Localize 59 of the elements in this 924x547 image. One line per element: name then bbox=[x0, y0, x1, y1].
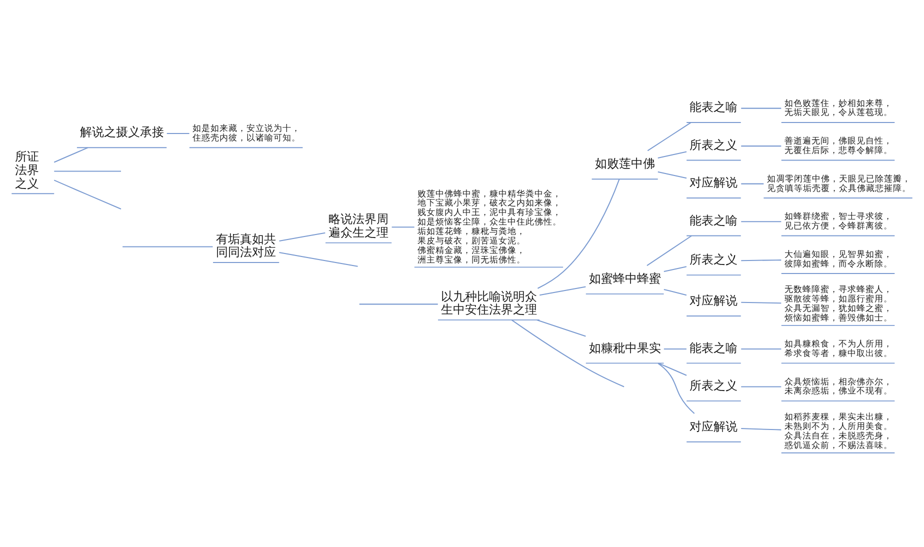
connector bbox=[658, 362, 687, 376]
node-text: 以九种比喻说明众生中安住法界之理 bbox=[441, 289, 538, 317]
node-text: 如蜂群绕蜜，智士寻求彼，见已依方便，令蜂群离彼。 bbox=[784, 212, 893, 232]
connector bbox=[359, 304, 438, 305]
node-text: 如蜜蜂中蜂蜜 bbox=[589, 272, 662, 286]
node-text: 如色败莲住，妙相如来尊，无垢天眼见，令从莲苞现。 bbox=[784, 98, 893, 118]
node-text: 所表之义 bbox=[690, 138, 738, 152]
connector bbox=[646, 235, 692, 266]
connector bbox=[741, 428, 782, 430]
node-text: 能表之喻 bbox=[690, 100, 738, 114]
connector bbox=[54, 147, 88, 163]
connector bbox=[166, 132, 190, 134]
connector bbox=[538, 179, 620, 289]
connector bbox=[741, 146, 782, 147]
connector bbox=[658, 363, 695, 414]
connector bbox=[741, 260, 782, 262]
connector bbox=[741, 386, 782, 388]
node-text: 善逝遍无间，佛眼见自性，无覆住后际，悲尊令解障。 bbox=[784, 136, 893, 156]
connector bbox=[392, 226, 414, 228]
node-text: 如败莲中佛 bbox=[594, 156, 655, 171]
connector bbox=[664, 288, 687, 296]
connector bbox=[540, 286, 586, 296]
node-text: 对应解说 bbox=[690, 419, 738, 434]
node-text: 对应解说 bbox=[690, 176, 738, 190]
node-text: 解说之摄义承接 bbox=[80, 125, 164, 140]
node-text: 大仙遍知眼，见智界如蜜，彼障如蜜蜂，而令永断除。 bbox=[784, 250, 893, 270]
node-text: 无数蜂障蜜，寻求蜂蜜人，驱散彼等蜂，如愿行蜜用。众具无漏智，犹如蜂之蜜，烦恼如蜜蜂，善毁佛如士。 bbox=[784, 285, 893, 324]
connector bbox=[741, 348, 782, 350]
connector bbox=[741, 221, 782, 222]
connector bbox=[279, 252, 358, 267]
node-text: 如是如来藏，安立说为十，住惑壳内彼，以诸喻可知。 bbox=[192, 124, 301, 144]
node-text: 如稻荞麦稞，果实未出糠，未熟则不为，人所用美食。众具法自在，未脱惑壳身，惑饥逼众前，不赐法喜味。 bbox=[784, 412, 893, 451]
connector bbox=[664, 266, 687, 272]
node-text: 能表之喻 bbox=[690, 213, 738, 228]
connector bbox=[658, 151, 687, 158]
connector bbox=[54, 180, 122, 210]
node-text: 败莲中佛蜂中蜜，糠中精华粪中金，地下宝藏小果芽，破衣之内如来像，贱女腹内人中王，泥中具有珍宝像，如是烦恼客尘障，众生中住此佛性。垢如莲花蜂，糠秕与粪地，果皮与破衣，剧苦逼女泥。佛蜜精金藏，涅珠宝佛像，洲主尊宝像，同无垢佛性。 bbox=[418, 189, 562, 266]
node-text: 略说法界周遍众生之理 bbox=[328, 212, 389, 240]
connector bbox=[664, 348, 686, 350]
node-text: 如糠秕中果实 bbox=[589, 340, 662, 355]
connector bbox=[511, 320, 624, 388]
node-text: 所表之义 bbox=[690, 378, 738, 393]
node-text: 所证法界之义 bbox=[14, 150, 39, 190]
node-text: 如具糠粮食，不为人所用，希求食等者，糠中取出彼。 bbox=[784, 340, 893, 359]
connector bbox=[279, 232, 326, 242]
connector bbox=[536, 320, 586, 337]
connector bbox=[741, 183, 764, 184]
connector bbox=[122, 246, 213, 248]
connector bbox=[741, 302, 782, 304]
connector bbox=[54, 170, 121, 172]
node-text: 所表之义 bbox=[690, 252, 738, 267]
connector bbox=[741, 108, 782, 109]
node-text: 有垢真如共同同法对应 bbox=[216, 232, 276, 260]
node-text: 能表之喻 bbox=[690, 340, 738, 355]
connector bbox=[647, 122, 692, 152]
connector bbox=[658, 171, 687, 179]
node-text: 众具烦恼垢，相杂佛亦尔，未离杂惑垢，佛业不现有。 bbox=[784, 377, 893, 397]
node-text: 对应解说 bbox=[690, 294, 738, 308]
node-text: 如凋零闭莲中佛，天眼见已除莲瓣，见贪嗔等垢壳覆，众具佛藏悲摧障。 bbox=[766, 174, 911, 194]
